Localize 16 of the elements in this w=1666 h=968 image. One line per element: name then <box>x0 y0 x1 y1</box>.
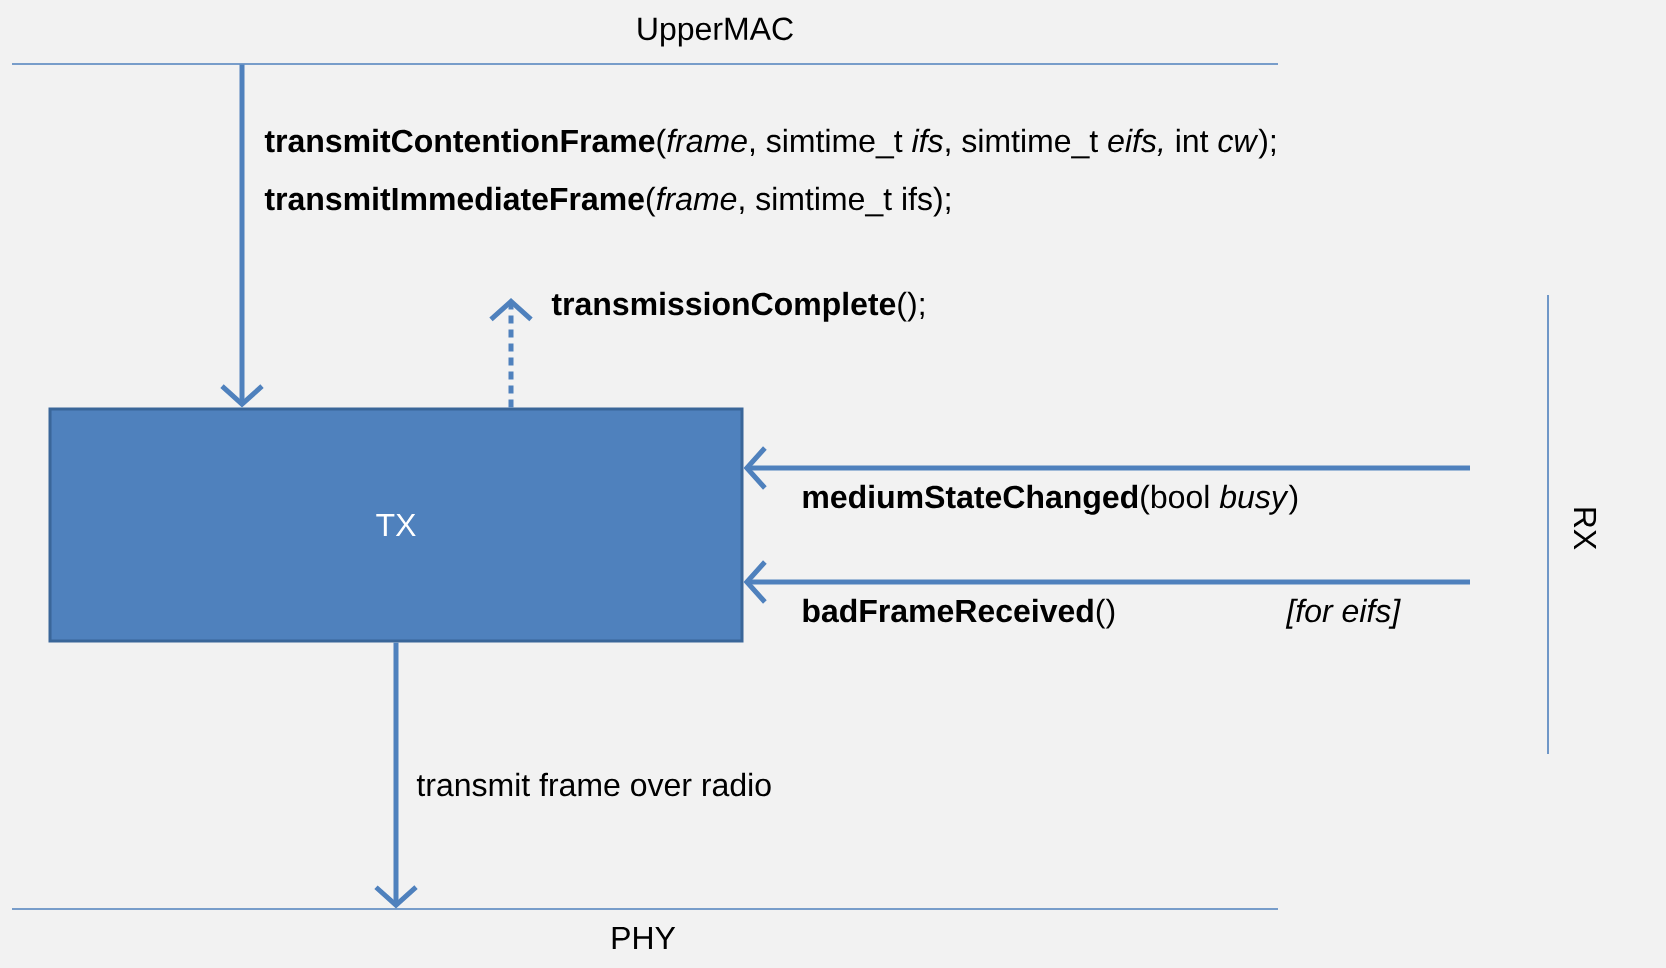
arrow <box>374 642 418 909</box>
layer-label: RX <box>1574 508 1596 550</box>
process-box: TX <box>48 407 744 643</box>
arrow <box>743 446 1470 490</box>
edge-label: transmit frame over radio <box>416 772 771 797</box>
edge-label: transmissionComplete(); <box>551 291 924 322</box>
function-label: transmitImmediateFrame(frame, simtime_t ifs); <box>264 186 950 217</box>
layer-band: UpperMAC <box>11 17 1279 65</box>
arrow <box>220 64 264 408</box>
edge-label: badFrameReceived() <box>803 598 1115 629</box>
function-label: [for eifs] <box>1285 598 1401 629</box>
edge-label: mediumStateChanged(bool busy) <box>803 484 1298 515</box>
arrow <box>489 298 533 408</box>
layer-band: PHY <box>11 908 1279 949</box>
arrow <box>743 560 1470 604</box>
function-label: transmitContentionFrame(frame, simtime_t ifs, simtime_t eifs, int cw); <box>264 128 1275 159</box>
